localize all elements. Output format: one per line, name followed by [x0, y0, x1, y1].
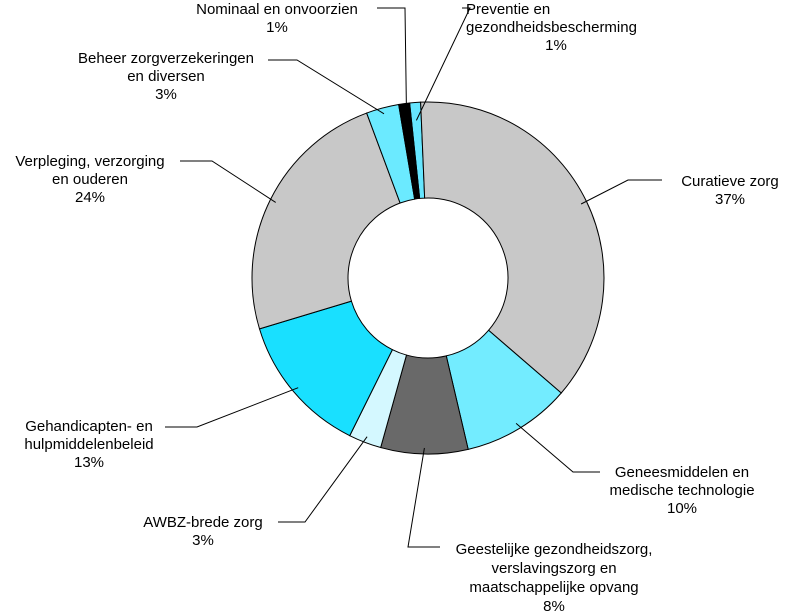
slice-percent: 13% [74, 454, 104, 471]
slice-label-line: Geestelijke gezondheidszorg, [456, 541, 653, 558]
slice-label-line: Geneesmiddelen en [615, 464, 749, 481]
slice-percent: 37% [715, 191, 745, 208]
leader-line [180, 160, 276, 203]
slice-label-line: Curatieve zorg [681, 173, 779, 190]
slice-percent: 24% [75, 189, 105, 206]
slice-label-line: Nominaal en onvoorzien [196, 1, 358, 18]
leader-line [580, 179, 662, 205]
slice-percent: 3% [155, 86, 177, 103]
leader-line [407, 447, 440, 548]
donut-slice [398, 102, 421, 200]
slice-percent: 8% [543, 598, 565, 613]
slice-label-line: en diversen [127, 68, 205, 85]
slice-percent: 1% [545, 37, 567, 54]
leader-line [165, 387, 299, 428]
slice-label-line: gezondheidsbescherming [466, 19, 637, 36]
slice-label-line: medische technologie [609, 482, 754, 499]
slice-label-line: verslavingszorg en [491, 560, 616, 577]
donut-slice [420, 101, 605, 394]
leader-line [515, 423, 600, 473]
slice-label-line: hulpmiddelenbeleid [24, 436, 153, 453]
donut-slice [251, 112, 401, 330]
slice-label-line: maatschappelijke opvang [469, 579, 638, 596]
leader-line [268, 59, 385, 115]
slice-percent: 10% [667, 500, 697, 517]
slice-percent: 1% [266, 19, 288, 36]
leader-line [377, 7, 408, 122]
slice-label-line: Gehandicapten- en [25, 418, 153, 435]
slice-label-line: Beheer zorgverzekeringen [78, 50, 254, 67]
leader-lines [165, 7, 662, 548]
slice-percent: 3% [192, 532, 214, 549]
slice-label-line: AWBZ-brede zorg [143, 514, 262, 531]
slice-label-line: Verpleging, verzorging [15, 153, 164, 170]
slices [251, 101, 605, 455]
slice-label: Geestelijke gezondheidszorg, verslavingsz… [456, 541, 653, 613]
slice-label-line: en ouderen [52, 171, 128, 188]
slice-label-line: Preventie en [466, 1, 550, 18]
leader-line [278, 436, 368, 523]
leader-line [415, 7, 471, 121]
donut-slice [258, 300, 394, 437]
